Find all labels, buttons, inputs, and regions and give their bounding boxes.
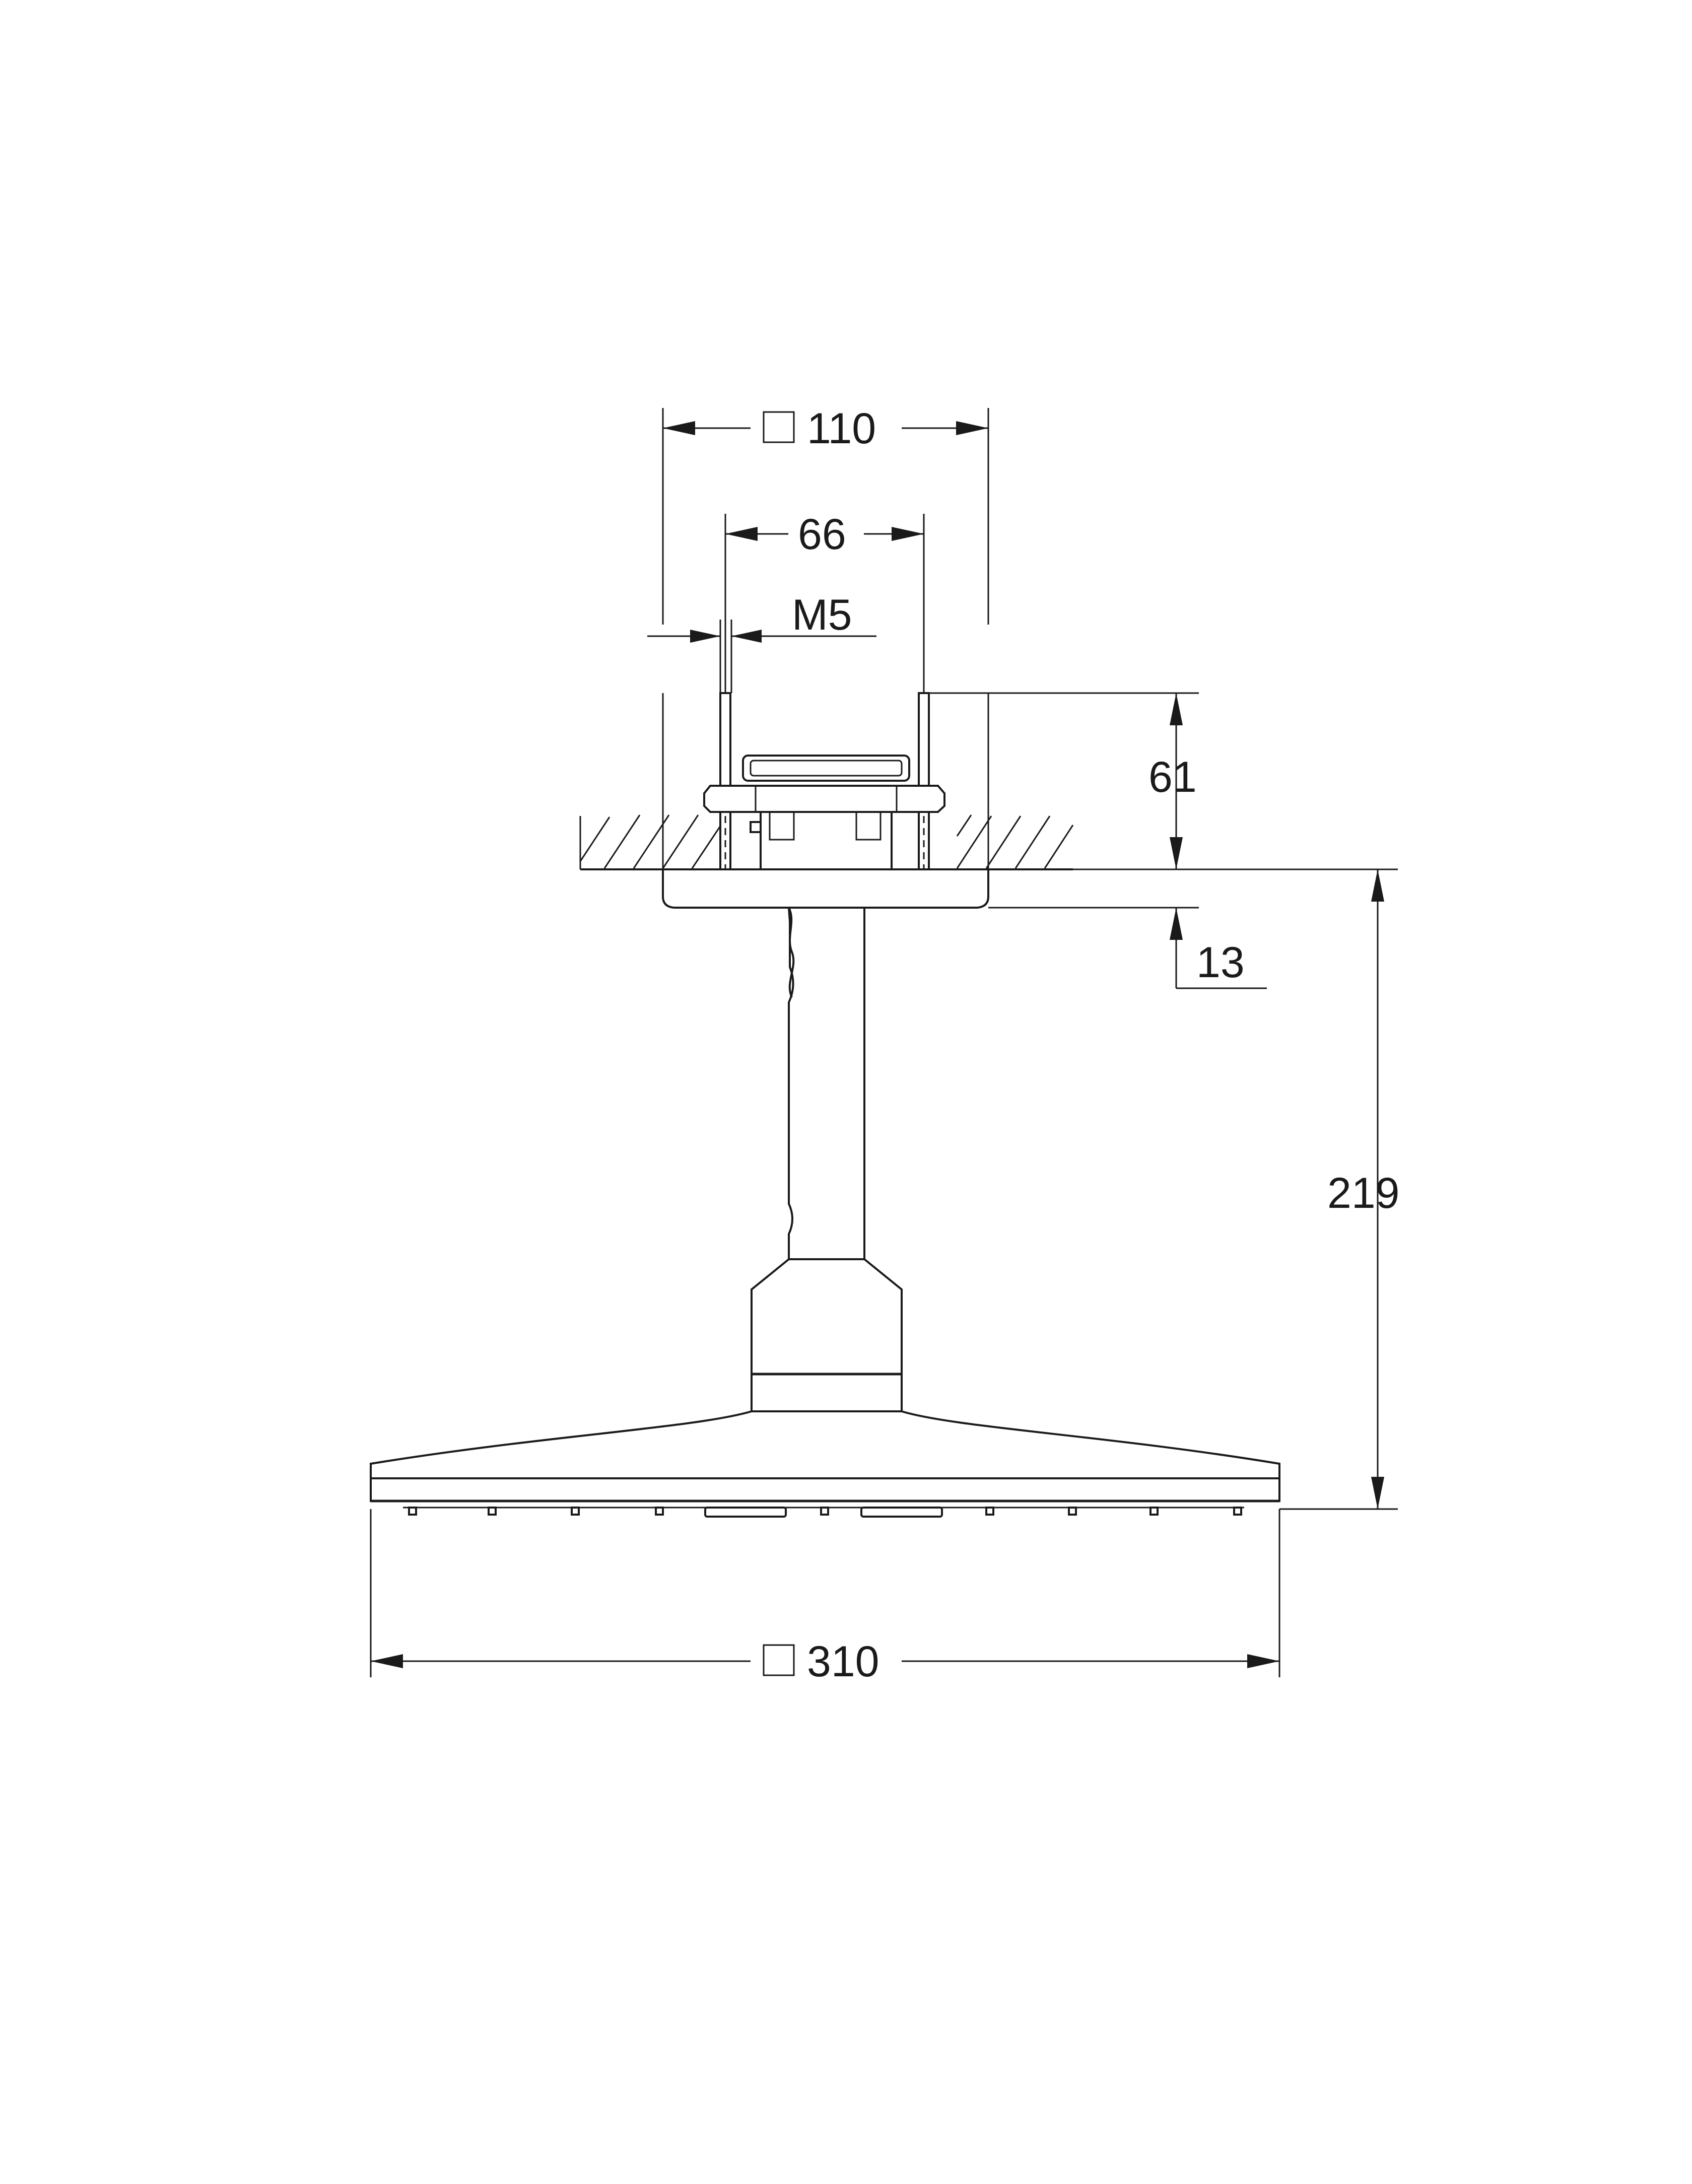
bracket-slot-left	[769, 811, 795, 841]
shower-head	[370, 1410, 1280, 1518]
dimension-110-label: 110	[807, 404, 876, 453]
shower-arm	[787, 907, 865, 1260]
bracket-box-body	[760, 811, 893, 870]
mounting-box	[703, 692, 945, 870]
dimension-219-label: 219	[1327, 1169, 1400, 1217]
square-symbol-310	[763, 1644, 795, 1676]
bracket-cap	[742, 755, 910, 782]
square-symbol-110	[763, 411, 795, 443]
bracket-slot-right	[855, 811, 882, 841]
dimension-110: 110	[662, 404, 989, 869]
ceiling-hatch-left	[579, 814, 721, 869]
dimension-310: 310	[370, 1509, 1280, 1686]
dimension-13-label: 13	[1196, 938, 1245, 987]
spray-nozzles	[408, 1507, 1242, 1518]
dimension-61: 61	[929, 692, 1199, 870]
ceiling-hatch-right	[956, 814, 1074, 869]
dimension-61-label: 61	[1148, 753, 1197, 801]
bracket-tab	[750, 821, 762, 833]
dimension-m5: M5	[647, 591, 876, 693]
bracket-flange	[703, 785, 945, 813]
ceiling-plate	[662, 868, 989, 909]
dimension-66-label: 66	[798, 510, 846, 559]
dimension-219: 219	[1073, 868, 1400, 1510]
dimension-13: 13	[988, 907, 1267, 989]
dimension-m5-label: M5	[792, 591, 852, 639]
dimension-66: 66	[724, 510, 925, 693]
shower-neck	[751, 1258, 903, 1412]
dimension-310-label: 310	[807, 1637, 879, 1686]
neck-collar	[751, 1373, 903, 1412]
